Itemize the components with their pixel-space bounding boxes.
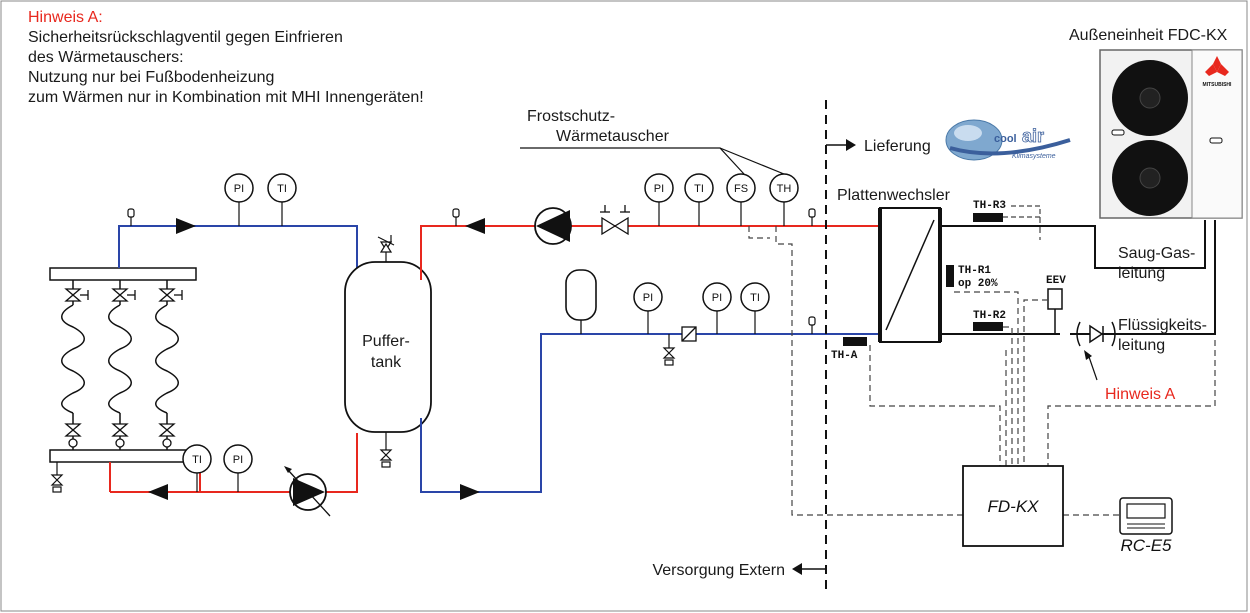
svg-text:TI: TI xyxy=(750,292,760,304)
svg-text:TI: TI xyxy=(694,183,704,195)
sensor-th-a: TH-A xyxy=(831,337,867,362)
buffer-tank-label-2: tank xyxy=(371,354,402,371)
gauge-pi-top-left: PI xyxy=(224,173,254,226)
supply-pipe-hot xyxy=(420,225,880,280)
frost-protection-label: Frostschutz- Wärmetauscher xyxy=(520,108,785,175)
note-line-3: Nutzung nur bei Fußbodenheizung xyxy=(28,69,274,86)
svg-text:TI: TI xyxy=(192,454,202,466)
plate-heat-exchanger xyxy=(878,207,942,343)
gauge-ti-bottom: TI xyxy=(182,444,212,492)
flow-arrow xyxy=(148,484,168,500)
eev-valve: EEV xyxy=(1046,275,1066,334)
versorgung-marker: Versorgung Extern xyxy=(652,562,826,579)
sensor-th-r1: TH-R1 op 20% xyxy=(946,265,998,290)
gauge-fs: FS xyxy=(726,173,756,226)
svg-text:PI: PI xyxy=(712,292,722,304)
svg-text:FS: FS xyxy=(734,183,748,195)
saug-gas-label-1: Saug-Gas- xyxy=(1118,245,1195,262)
fluessig-label-1: Flüssigkeits- xyxy=(1118,317,1207,334)
expansion-vessel xyxy=(565,269,597,334)
note-title: Hinweis A: xyxy=(28,9,103,26)
air-vent xyxy=(452,208,816,334)
svg-text:EEV: EEV xyxy=(1046,275,1066,287)
rc-e5-remote: RC-E5 xyxy=(1119,497,1173,555)
note-block: Hinweis A: Sicherheitsrückschlagventil g… xyxy=(28,9,424,106)
note-line-2: des Wärmetauschers: xyxy=(28,49,184,66)
svg-text:PI: PI xyxy=(643,292,653,304)
svg-text:TI: TI xyxy=(277,183,287,195)
svg-text:TH: TH xyxy=(777,183,792,195)
note-line-4: zum Wärmen nur in Kombination mit MHI In… xyxy=(28,89,424,106)
flow-arrow xyxy=(465,218,485,234)
fluessig-label-2: leitung xyxy=(1118,337,1165,354)
refrigerant-lines xyxy=(940,220,1216,335)
svg-text:op 20%: op 20% xyxy=(958,278,998,290)
svg-text:RC-E5: RC-E5 xyxy=(1120,536,1172,555)
flow-arrow xyxy=(176,218,196,234)
svg-text:Wärmetauscher: Wärmetauscher xyxy=(556,128,670,145)
drain-valve-icon xyxy=(379,432,393,468)
air-vent xyxy=(127,208,135,226)
svg-text:Frostschutz-: Frostschutz- xyxy=(527,108,615,125)
circulation-pump-icon xyxy=(534,207,572,245)
sensor-th-r2: TH-R2 xyxy=(973,310,1006,331)
pump-variable-icon xyxy=(284,466,331,517)
gauge-pi-bottom: PI xyxy=(223,444,253,492)
buffer-tank: Puffer- tank xyxy=(344,261,432,433)
outdoor-unit-title: Außeneinheit FDC-KX xyxy=(1069,27,1228,44)
svg-text:PI: PI xyxy=(654,183,664,195)
signal-cable-dashed xyxy=(748,226,965,516)
svg-text:TH-A: TH-A xyxy=(831,350,858,362)
gauge-pi-top-right: PI xyxy=(644,173,674,226)
drain-valve-icon xyxy=(662,334,676,366)
plattenwechsler-label: Plattenwechsler xyxy=(837,187,951,204)
svg-text:TH-R3: TH-R3 xyxy=(973,200,1006,212)
buffer-tank-label-1: Puffer- xyxy=(362,333,410,350)
versorgung-label: Versorgung Extern xyxy=(652,562,785,579)
svg-text:air: air xyxy=(1022,126,1044,146)
gauge-th: TH xyxy=(769,173,799,226)
gauge-pi-mid-1: PI xyxy=(633,282,663,334)
fd-kx-controller: FD-KX xyxy=(962,465,1064,547)
svg-text:PI: PI xyxy=(233,454,243,466)
return-pipe-cold xyxy=(420,333,880,493)
shutoff-valve-icon xyxy=(600,205,630,236)
gauge-ti-mid: TI xyxy=(740,282,770,334)
control-cables xyxy=(869,217,1216,516)
floor-heating-manifold xyxy=(49,267,197,493)
hinweis-a-label: Hinweis A xyxy=(1105,386,1176,403)
gauge-ti-top-left: TI xyxy=(267,173,297,226)
coolair-logo: cool air Klimasysteme xyxy=(945,119,1071,161)
svg-text:PI: PI xyxy=(234,183,244,195)
filter-icon xyxy=(681,326,697,342)
gauge-pi-mid-2: PI xyxy=(702,282,732,334)
gauge-ti-top-right: TI xyxy=(684,173,714,226)
check-valve-icon xyxy=(1076,321,1116,381)
saug-gas-label-2: leitung xyxy=(1118,265,1165,282)
svg-text:cool: cool xyxy=(994,133,1017,145)
svg-text:TH-R2: TH-R2 xyxy=(973,310,1006,322)
note-line-1: Sicherheitsrückschlagventil gegen Einfri… xyxy=(28,29,343,46)
lieferung-label: Lieferung xyxy=(864,138,931,155)
safety-valve-icon xyxy=(377,235,395,262)
lieferung-marker: Lieferung xyxy=(826,138,931,155)
flow-arrow xyxy=(460,484,480,500)
outdoor-unit: MITSUBISHI xyxy=(1099,49,1243,219)
sensor-th-r3: TH-R3 xyxy=(973,200,1041,222)
svg-text:TH-R1: TH-R1 xyxy=(958,265,991,277)
svg-text:FD-KX: FD-KX xyxy=(988,497,1040,516)
svg-text:Klimasysteme: Klimasysteme xyxy=(1012,153,1056,160)
svg-text:MITSUBISHI: MITSUBISHI xyxy=(1203,82,1233,88)
